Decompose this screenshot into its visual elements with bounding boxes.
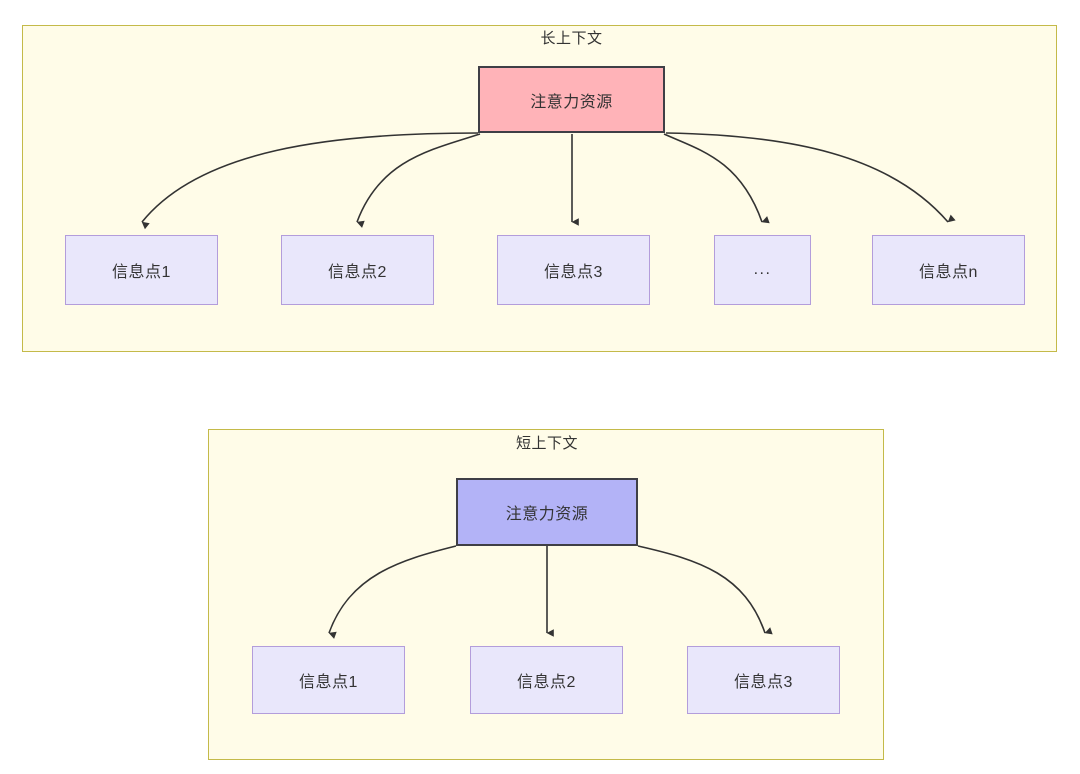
node-info-point-short-3[interactable]: 信息点3 xyxy=(687,646,840,714)
panel-short-context-title: 短上下文 xyxy=(515,435,578,452)
node-attention-resource-short[interactable]: 注意力资源 xyxy=(456,478,638,546)
node-info-point-long-2[interactable]: 信息点2 xyxy=(281,235,434,305)
node-info-point-short-1[interactable]: 信息点1 xyxy=(252,646,405,714)
panel-long-context-title: 长上下文 xyxy=(540,30,603,47)
node-info-point-long-3[interactable]: 信息点3 xyxy=(497,235,650,305)
node-info-point-long-1[interactable]: 信息点1 xyxy=(65,235,218,305)
node-info-point-long-n[interactable]: 信息点n xyxy=(872,235,1025,305)
node-info-point-long-ellipsis[interactable]: ... xyxy=(714,235,811,305)
node-attention-resource-long[interactable]: 注意力资源 xyxy=(478,66,665,133)
node-info-point-short-2[interactable]: 信息点2 xyxy=(470,646,623,714)
